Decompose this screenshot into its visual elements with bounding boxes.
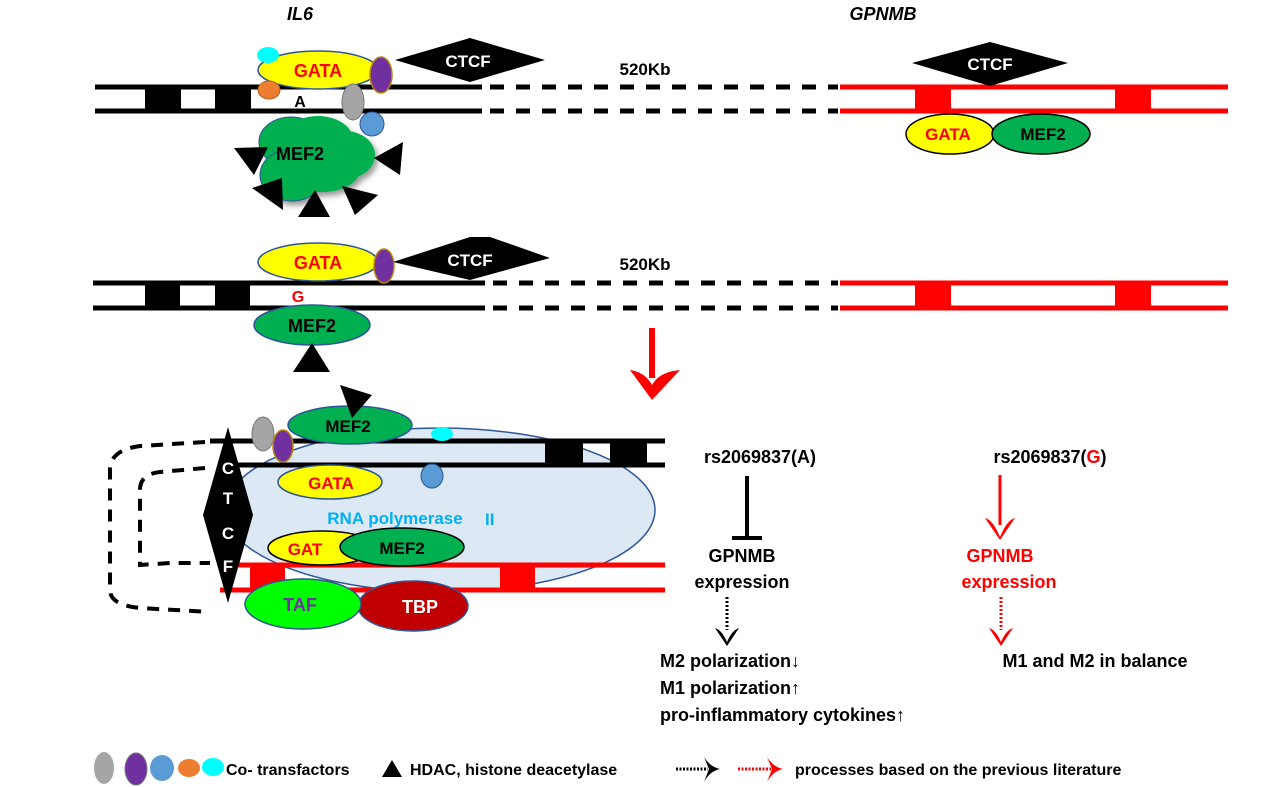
mef2-label: MEF2 [1020, 125, 1065, 144]
exon-block [215, 87, 251, 111]
hdac-icon [374, 142, 403, 175]
arrowhead-icon [767, 757, 783, 782]
tbp-label: TBP [402, 597, 438, 617]
legend-cofactor-gray [94, 752, 114, 784]
hdac-icon [340, 385, 372, 418]
hdac-icon [252, 178, 283, 210]
hdac-icon [342, 186, 378, 215]
title-il6: IL6 [287, 4, 314, 24]
outcome-m1: M1 polarization↑ [660, 678, 800, 698]
snp-g-label: rs2069837(G) [993, 447, 1106, 467]
taf-factor [244, 578, 362, 630]
row1-gpnmb-dna [840, 84, 1228, 114]
taf-label: TAF [283, 595, 317, 615]
row1-il6-dna [95, 84, 838, 114]
chromatin-loop-outer [108, 440, 211, 614]
cofactor-purple [373, 248, 395, 284]
legend-processes-label: processes based on the previous literatu… [795, 762, 1121, 779]
gata-label: GATA [308, 474, 354, 493]
distance-label: 520Kb [619, 60, 670, 79]
mef2-label: MEF2 [379, 539, 424, 558]
cofactor-gray [341, 83, 365, 121]
ctcf-diamond [395, 38, 545, 82]
cofactor-gray [251, 416, 275, 452]
legend: Co- transfactors HDAC, histone deacetyla… [94, 752, 1121, 786]
ctcf-letter: T [223, 489, 234, 508]
mef2-factor [991, 113, 1091, 155]
polymerase-label: RNA polymerase [327, 509, 462, 528]
gpnmb-expression-a: GPNMB [709, 546, 776, 566]
cofactor-cyan [431, 427, 453, 441]
ctcf-letter: C [222, 524, 234, 543]
mef2-label: MEF2 [276, 144, 324, 164]
gata-label: GATA [294, 253, 342, 273]
gata-factor [277, 464, 383, 500]
arrowhead-icon [989, 628, 1013, 646]
ctcf-letter: C [222, 459, 234, 478]
arrowhead-icon [704, 757, 720, 782]
legend-hdac-label: HDAC, histone deacetylase [410, 762, 617, 779]
ctcf-letter: F [223, 557, 233, 576]
allele-a: A [294, 94, 306, 111]
title-gpnmb: GPNMB [850, 4, 917, 24]
mef2-label: MEF2 [325, 417, 370, 436]
ctcf-diamond [912, 42, 1068, 86]
gata-label: GAT [288, 540, 323, 559]
ctcf-diamond [393, 237, 550, 280]
snp-a-label: rs2069837(A) [704, 447, 816, 467]
chromatin-loop-inner [138, 466, 210, 568]
ctcf-diamond-vertical [203, 427, 253, 603]
cofactor-purple [369, 56, 393, 94]
row2-gpnmb-dna [840, 280, 1228, 311]
gpnmb-expression-g: GPNMB [967, 546, 1034, 566]
legend-cofactor-orange [178, 759, 200, 777]
ctcf-label: CTCF [967, 55, 1012, 74]
mef2-factor [339, 527, 465, 567]
hdac-triangles [234, 142, 403, 217]
gpnmb-expression-g-line2: expression [961, 572, 1056, 592]
legend-cofactors-label: Co- transfactors [226, 762, 350, 779]
hdac-icon [234, 147, 268, 175]
distance-label: 520Kb [619, 255, 670, 274]
arrowhead-icon [715, 628, 739, 646]
row2-il6-dna [93, 280, 838, 311]
outcome-m2: M2 polarization↓ [660, 651, 800, 671]
cofactor-cyan [257, 47, 279, 63]
exon-block [145, 87, 181, 111]
gata-label: GATA [925, 125, 971, 144]
ctcf-label: CTCF [445, 52, 490, 71]
hdac-icon [382, 760, 402, 777]
hdac-icon [298, 190, 330, 217]
cofactor-purple [272, 429, 294, 463]
gata-label: GATA [294, 61, 342, 81]
transition-arrow [630, 328, 680, 400]
legend-cofactor-purple [124, 752, 148, 786]
legend-cofactor-blue [150, 755, 174, 781]
row3-il6-dna [210, 438, 665, 468]
ctcf-label: CTCF [447, 251, 492, 270]
exon-block [915, 87, 951, 111]
cofactor-orange [257, 80, 281, 100]
mef2-cluster [258, 116, 375, 202]
cofactor-blue [420, 463, 444, 489]
legend-cofactor-cyan [202, 758, 224, 776]
outcome-balance: M1 and M2 in balance [1002, 651, 1187, 671]
exon-block [1115, 87, 1151, 111]
cofactor-blue [359, 111, 385, 137]
polymerase-roman: II [485, 510, 494, 529]
hdac-icon [293, 343, 330, 372]
gpnmb-expression-a-line2: expression [694, 572, 789, 592]
outcome-cytokines: pro-inflammatory cytokines↑ [660, 705, 905, 725]
mef2-label: MEF2 [288, 316, 336, 336]
allele-g: G [292, 289, 304, 306]
arrowhead-icon [985, 518, 1015, 540]
